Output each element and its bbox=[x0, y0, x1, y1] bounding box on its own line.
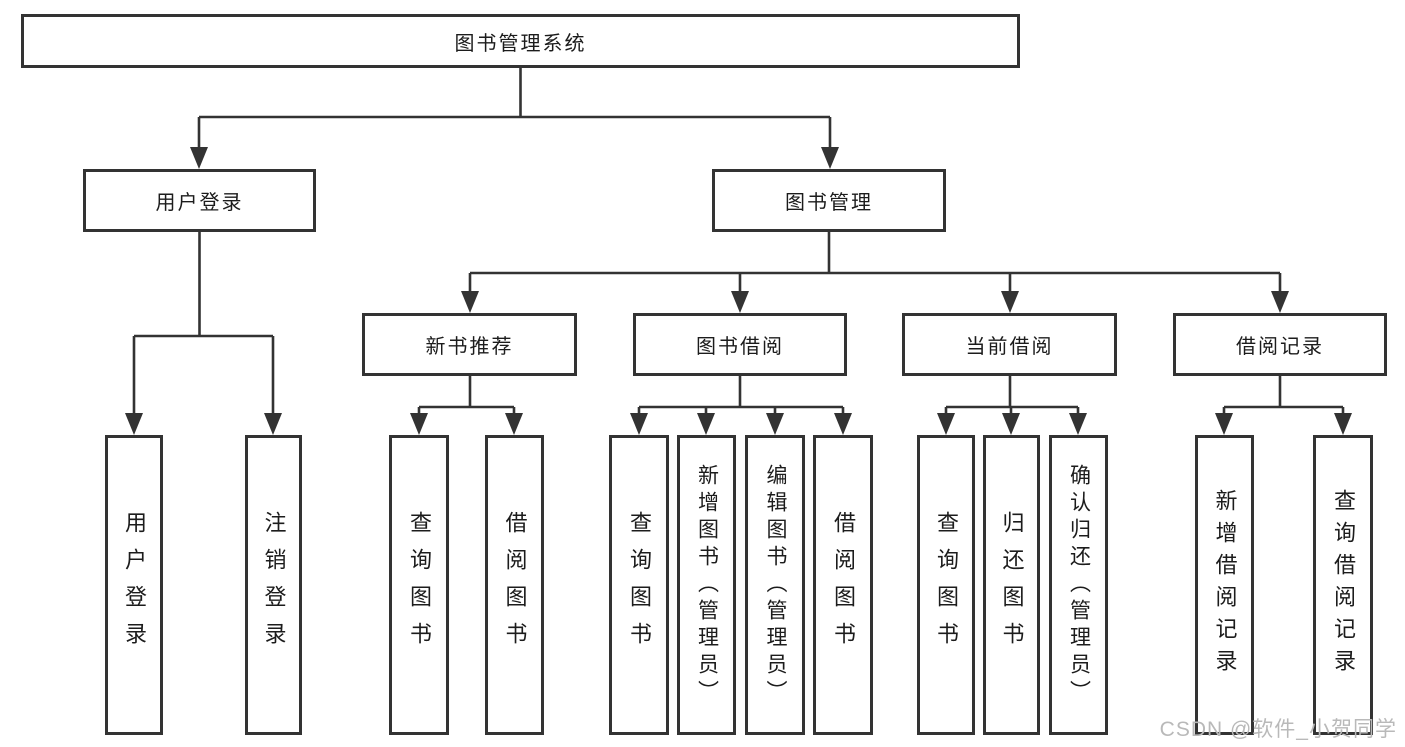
leaf-label: 查询图书 bbox=[627, 511, 652, 659]
node-book-management: 图书管理 bbox=[712, 169, 946, 232]
leaf-return-books: 归还图书 bbox=[983, 435, 1040, 735]
node-label: 用户登录 bbox=[155, 192, 244, 214]
leaf-add-books-admin: 新增图书（管理员） bbox=[677, 435, 736, 735]
node-label: 借阅记录 bbox=[1236, 336, 1324, 358]
node-label: 新书推荐 bbox=[425, 336, 514, 358]
leaf-borrow-books-borrowing: 借阅图书 bbox=[813, 435, 873, 735]
node-book-borrowing: 图书借阅 bbox=[633, 313, 847, 376]
leaf-label: 注销登录 bbox=[261, 511, 287, 659]
leaf-label: 新增图书（管理员） bbox=[695, 463, 719, 707]
leaf-label: 借阅图书 bbox=[502, 511, 528, 659]
leaf-confirm-return-admin: 确认归还（管理员） bbox=[1049, 435, 1108, 735]
leaf-label: 查询图书 bbox=[407, 511, 432, 659]
node-borrowing-records: 借阅记录 bbox=[1173, 313, 1387, 376]
node-root: 图书管理系统 bbox=[21, 14, 1020, 68]
leaf-label: 新增借阅记录 bbox=[1212, 489, 1238, 681]
leaf-label: 查询图书 bbox=[934, 511, 959, 659]
leaf-label: 用户登录 bbox=[122, 511, 147, 659]
leaf-borrow-books-recommend: 借阅图书 bbox=[485, 435, 544, 735]
watermark: CSDN @软件_小贺同学 bbox=[1159, 718, 1397, 741]
leaf-query-borrow-record: 查询借阅记录 bbox=[1313, 435, 1373, 735]
leaf-user-login: 用户登录 bbox=[105, 435, 163, 735]
node-label: 图书借阅 bbox=[696, 336, 784, 358]
leaf-query-books-borrowing: 查询图书 bbox=[609, 435, 669, 735]
leaf-edit-books-admin: 编辑图书（管理员） bbox=[745, 435, 805, 735]
leaf-query-books-current: 查询图书 bbox=[917, 435, 975, 735]
leaf-label: 编辑图书（管理员） bbox=[764, 463, 787, 707]
node-label: 图书管理系统 bbox=[454, 32, 587, 55]
leaf-logout: 注销登录 bbox=[245, 435, 302, 735]
node-current-borrowing: 当前借阅 bbox=[902, 313, 1117, 376]
leaf-label: 借阅图书 bbox=[831, 511, 856, 659]
node-user-login: 用户登录 bbox=[83, 169, 316, 232]
node-new-book-recommendation: 新书推荐 bbox=[362, 313, 577, 376]
arrowheads bbox=[125, 147, 1352, 435]
leaf-label: 确认归还（管理员） bbox=[1067, 463, 1091, 707]
leaf-label: 归还图书 bbox=[999, 511, 1025, 659]
leaf-query-books-recommend: 查询图书 bbox=[389, 435, 449, 735]
leaf-add-borrow-record: 新增借阅记录 bbox=[1195, 435, 1254, 735]
leaf-label: 查询借阅记录 bbox=[1331, 489, 1356, 681]
node-label: 当前借阅 bbox=[965, 336, 1054, 358]
node-label: 图书管理 bbox=[785, 192, 873, 214]
